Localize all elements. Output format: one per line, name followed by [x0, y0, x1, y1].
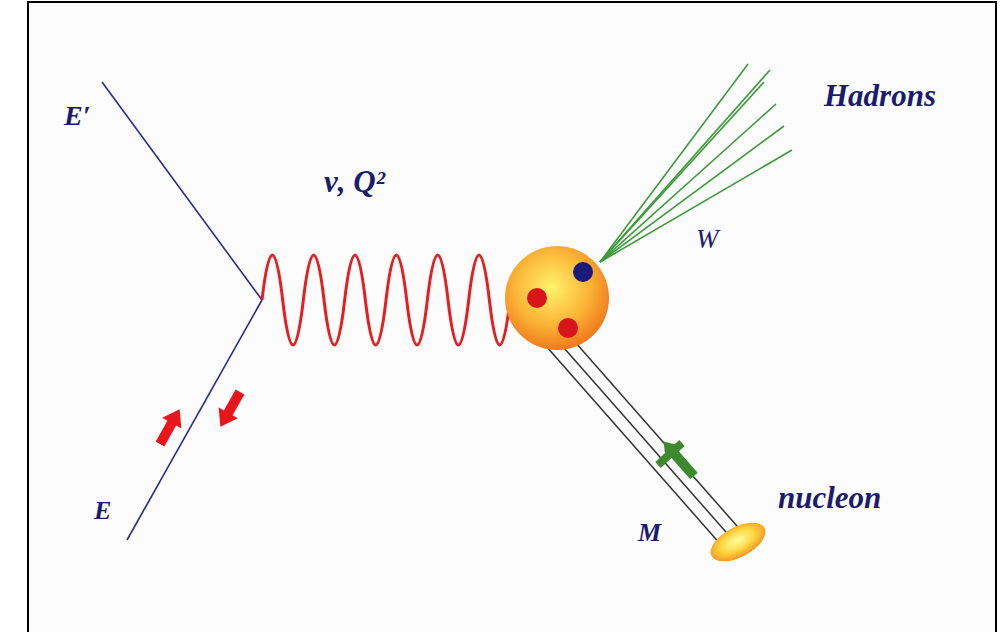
nucleon-blob: [505, 246, 609, 350]
nucleon-ellipse: [704, 515, 771, 570]
hadrons-label: Hadrons: [824, 80, 936, 111]
hadron-line: [600, 70, 770, 262]
outgoing-electron: [102, 82, 262, 300]
invariant-mass: W: [696, 226, 719, 253]
spin-cross-bar: [658, 443, 682, 465]
quark-line: [557, 340, 733, 540]
arrow-shape: [211, 387, 250, 433]
hadron-line: [600, 104, 776, 262]
scattered-energy: E′: [64, 102, 91, 130]
spin-arrow-down: [211, 387, 250, 433]
arrow-shape: [655, 434, 702, 483]
quark-dot: [527, 288, 547, 308]
photon-variables: ν, Q²: [324, 166, 385, 197]
hadron-line: [600, 150, 792, 262]
beam-energy: E: [94, 498, 111, 524]
quark-line: [546, 346, 722, 546]
hadron-jets: [600, 64, 792, 262]
arrow-shape: [150, 404, 189, 450]
quark-line: [568, 334, 744, 534]
nucleon-spin-arrow: [655, 434, 702, 483]
incoming-electron: [127, 300, 262, 540]
hadron-line: [600, 64, 748, 262]
hadron-line: [600, 126, 784, 262]
virtual-photon: [262, 255, 510, 345]
nucleon-mass: M: [638, 520, 661, 546]
quark-dot: [558, 318, 578, 338]
spin-arrow-up: [150, 404, 189, 450]
frame: [28, 2, 996, 632]
nucleon-lines: [546, 334, 744, 546]
quark-dot: [573, 262, 593, 282]
nucleon-label: nucleon: [778, 482, 881, 513]
